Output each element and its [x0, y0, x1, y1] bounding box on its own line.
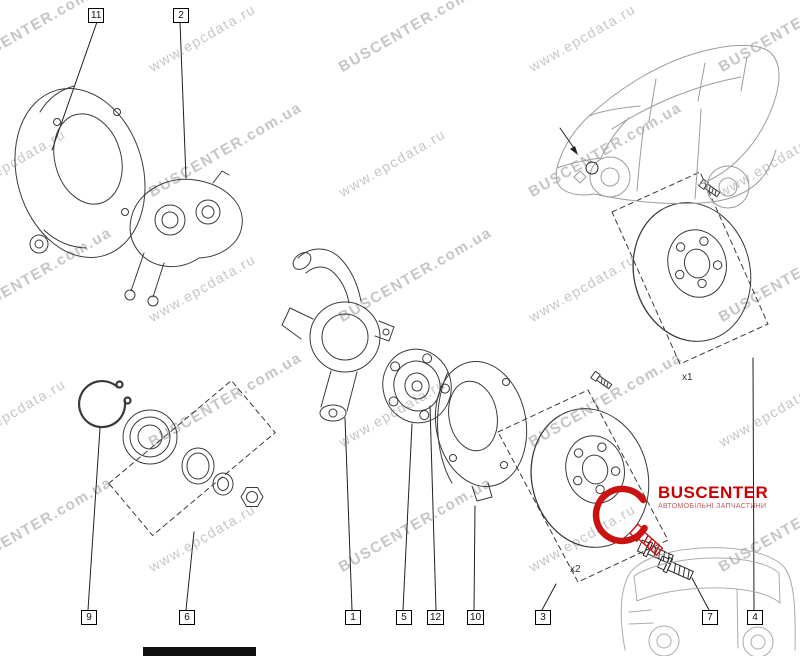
- car-brake-arrow: [559, 127, 599, 175]
- disc-screw-lower: [590, 370, 614, 391]
- wheel-hub-drawing: [382, 348, 452, 424]
- callout-10[interactable]: 10: [467, 610, 485, 625]
- brake-backing-plate-drawing: [14, 85, 146, 258]
- callout-11[interactable]: 11: [88, 8, 105, 23]
- bearing-kit-drawing: [108, 380, 276, 536]
- callout-3[interactable]: 3: [535, 610, 551, 625]
- logo-tagline: АВТОМОБІЛЬНІ ЗАПЧАСТИНИ: [658, 503, 767, 510]
- callout-4[interactable]: 4: [747, 610, 763, 625]
- snap-ring-drawing: [78, 380, 132, 429]
- van-drawing: [620, 547, 796, 656]
- callout-5[interactable]: 5: [396, 610, 412, 625]
- logo-title: BUSCENTER: [658, 483, 769, 502]
- callout-12[interactable]: 12: [427, 610, 445, 625]
- disc-qty-x2: x2: [570, 564, 581, 575]
- steering-knuckle-drawing: [281, 248, 395, 422]
- callout-9[interactable]: 9: [81, 610, 97, 625]
- buscenter-logo: BUSCENTER АВТОМОБІЛЬНІ ЗАПЧАСТИНИ: [658, 483, 798, 511]
- buscenter-logo-mark: [592, 485, 666, 558]
- bottom-strip: [143, 647, 256, 656]
- disc-group-boxes: [497, 171, 769, 583]
- car-drawing: [555, 44, 780, 209]
- callout-2[interactable]: 2: [173, 8, 189, 23]
- disc-qty-x1: x1: [682, 372, 693, 383]
- brake-disc-upper-drawing: [618, 189, 766, 355]
- callout-6[interactable]: 6: [179, 610, 195, 625]
- callout-1[interactable]: 1: [345, 610, 361, 625]
- disc-screw-upper: [698, 178, 722, 199]
- callout-7[interactable]: 7: [702, 610, 718, 625]
- callout-leader-lines: [51, 21, 755, 611]
- brake-caliper-drawing: [124, 170, 243, 307]
- dust-shield-drawing: [434, 360, 528, 502]
